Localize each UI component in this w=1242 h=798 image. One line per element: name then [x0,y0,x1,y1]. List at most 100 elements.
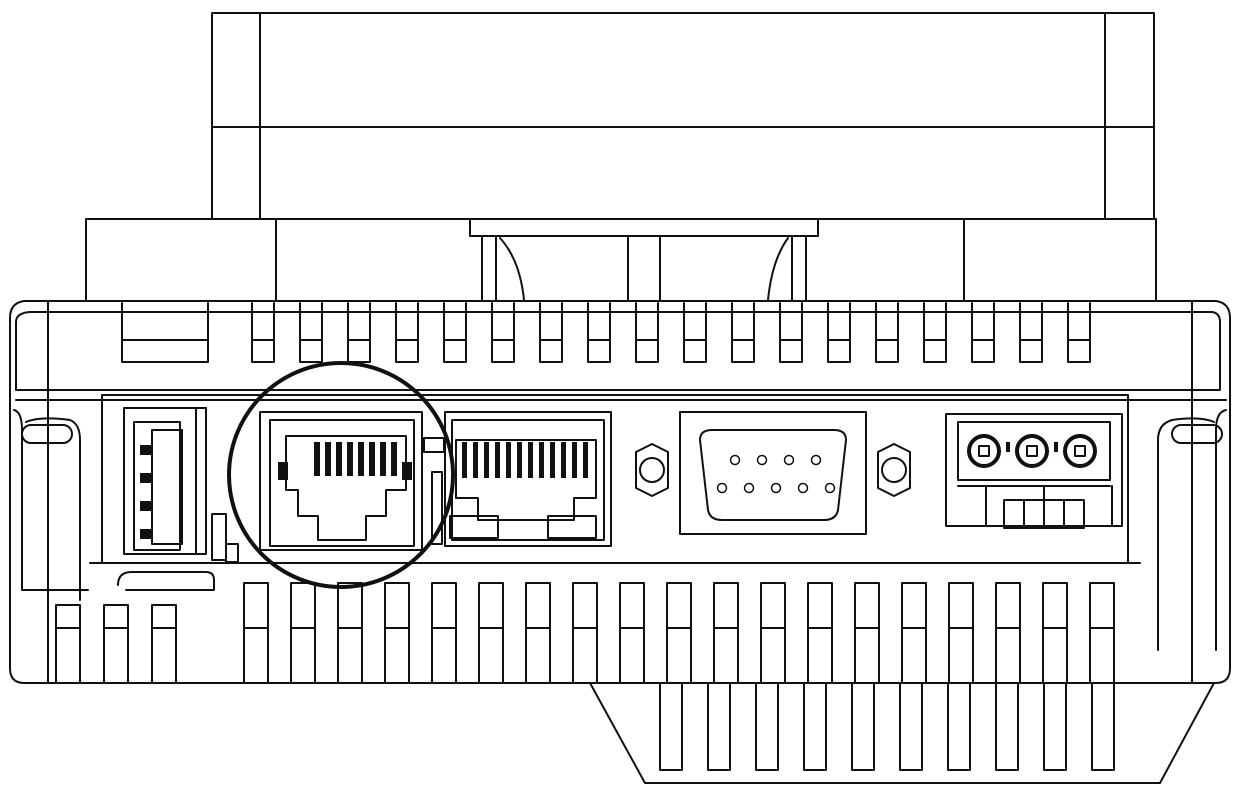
top-fin [1067,302,1091,363]
connector-panel [89,394,1141,591]
db9-pins [716,454,836,494]
terminal-screw [1063,434,1097,468]
bottom-fin [995,582,1021,684]
eth2-pin [473,442,478,478]
bottom-fin [713,582,739,684]
top-fin [779,302,803,363]
bottom-fin [1089,582,1115,684]
bottom-fin [572,582,598,684]
top-fin [299,302,323,363]
lower-fin [995,682,1019,771]
main-chassis [9,300,1231,684]
display-housing [211,12,1155,220]
lower-fin [659,682,683,771]
top-fin [347,302,371,363]
bottom-heatsink-fins [55,582,1115,684]
top-fin [731,302,755,363]
eth1-pin [369,442,375,476]
eth2-pin [495,442,500,478]
bottom-fin [1042,582,1068,684]
bottom-fin [619,582,645,684]
db9-pin-top [810,454,822,466]
lower-fin [1091,682,1115,771]
terminal-screws [967,434,1097,468]
top-fin [587,302,611,363]
top-fin [1019,302,1043,363]
top-fin [539,302,563,363]
bottom-fin [901,582,927,684]
lower-heatsink [589,682,1215,784]
eth2-pin [561,442,566,478]
eth1-pin [325,442,331,476]
lower-fin [851,682,875,771]
top-fin-block [121,302,209,363]
usb-port-icon [123,407,239,563]
db9-pin-top [729,454,741,466]
bottom-fin [854,582,880,684]
db9-port-icon [635,411,911,535]
db9-pin-top [783,454,795,466]
db9-pin-bottom [716,482,728,494]
db9-pin-bottom [824,482,836,494]
rj45-port-icon [462,442,588,478]
terminal-screw [1015,434,1049,468]
lower-fin [707,682,731,771]
bottom-fin [290,582,316,684]
terminal-screw-slot [1026,445,1038,457]
terminal-divider [1006,442,1010,452]
bottom-fin [431,582,457,684]
top-heatsink-fins [121,302,1091,363]
lower-fin [947,682,971,771]
db9-pin-bottom [743,482,755,494]
eth2-pin [517,442,522,478]
terminal-screw-slot [978,445,990,457]
bottom-fin [666,582,692,684]
top-fin [683,302,707,363]
lower-heatsink-fins [659,682,1115,771]
bottom-fin [760,582,786,684]
db9-pin-top [756,454,768,466]
eth2-pin [583,442,588,478]
top-fin [875,302,899,363]
ethernet-port-1 [259,411,445,551]
bottom-fin [103,604,129,684]
top-fin [971,302,995,363]
top-fin [491,302,515,363]
eth1-pin [347,442,353,476]
bottom-fin [478,582,504,684]
top-fin [443,302,467,363]
eth2-pin [572,442,577,478]
eth1-pin [391,442,397,476]
eth2-pin [484,442,489,478]
eth2-pin [528,442,533,478]
terminal-block-icon [945,413,1123,529]
mounting-bracket [85,218,1157,302]
terminal-screw-slot [1074,445,1086,457]
bottom-fin [807,582,833,684]
eth1-pin [380,442,386,476]
lower-fin [803,682,827,771]
lower-fin [899,682,923,771]
bottom-fin [337,582,363,684]
top-fin [395,302,419,363]
eth2-pin [462,442,467,478]
eth2-pin [506,442,511,478]
ethernet-port-2 [444,411,612,547]
terminal-divider [1054,442,1058,452]
top-fin [635,302,659,363]
eth1-pin [336,442,342,476]
bottom-fin [948,582,974,684]
bottom-fin [55,604,81,684]
rj45-port-icon [314,442,397,476]
lower-fin [1043,682,1067,771]
db9-pin-bottom [770,482,782,494]
eth1-pin [314,442,320,476]
bottom-fin [525,582,551,684]
top-fin [251,302,275,363]
lower-fin [755,682,779,771]
bottom-fin [151,604,177,684]
eth2-pin [550,442,555,478]
eth2-pin [539,442,544,478]
